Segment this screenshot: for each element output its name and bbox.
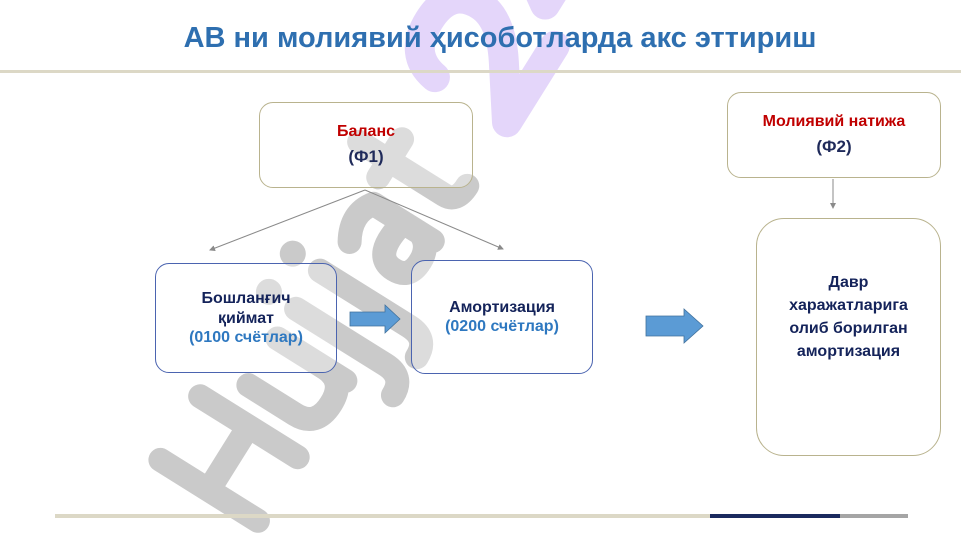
block-arrow-small	[349, 304, 401, 334]
period-expenses-line4: амортизация	[796, 343, 901, 360]
initial-cost-accounts: (0100 счётлар)	[189, 329, 303, 346]
footer-rule-dark	[710, 514, 840, 518]
depreciation-box: Амортизация (0200 счётлар)	[411, 260, 593, 374]
financial-result-label: Молиявий натижа	[762, 113, 906, 130]
depreciation-label: Амортизация	[449, 299, 555, 316]
period-expenses-box: Давр харажатларига олиб борилган амортиз…	[756, 218, 941, 456]
initial-cost-box: Бошланғич қиймат (0100 счётлар)	[155, 263, 337, 373]
balance-code: (Ф1)	[348, 147, 384, 166]
period-expenses-line2: харажатларига	[789, 297, 908, 314]
footer-rule-light	[55, 514, 710, 518]
title-divider	[0, 70, 961, 73]
depreciation-accounts: (0200 счётлар)	[445, 318, 559, 335]
slide-title: АВ ни молиявий ҳисоботларда акс эттириш	[183, 22, 817, 54]
financial-result-box: Молиявий натижа (Ф2)	[727, 92, 941, 178]
arrow-balance-to-depreciation	[364, 189, 504, 250]
balance-box: Баланс (Ф1)	[259, 102, 473, 188]
block-arrow-large	[645, 308, 704, 344]
footer-rule-gray	[840, 514, 908, 518]
period-expenses-line3: олиб борилган	[789, 320, 908, 337]
initial-cost-line1: Бошланғич	[201, 290, 291, 307]
arrow-balance-to-initial-cost	[209, 189, 366, 251]
financial-result-code: (Ф2)	[816, 137, 852, 156]
period-expenses-line1: Давр	[828, 274, 869, 291]
initial-cost-line2: қиймат	[217, 310, 275, 327]
balance-label: Баланс	[336, 123, 396, 140]
